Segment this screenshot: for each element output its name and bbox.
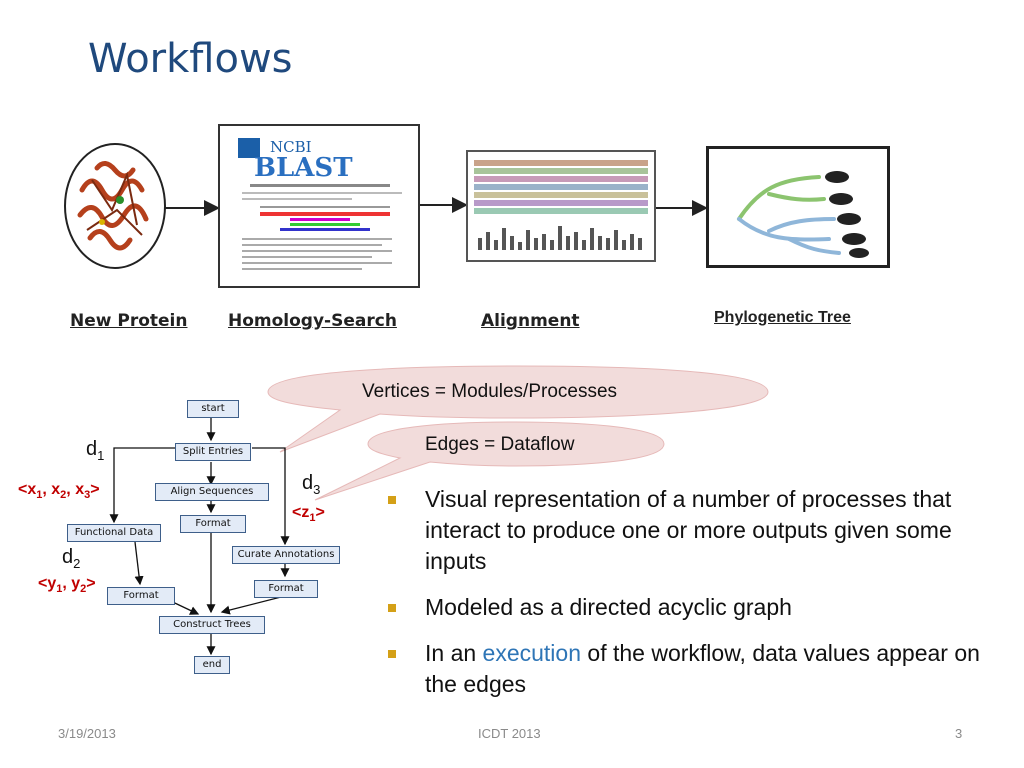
bullet-square-icon xyxy=(388,496,396,504)
execution-term: execution xyxy=(482,640,582,666)
footer-page-number: 3 xyxy=(955,726,963,741)
footer-date: 3/19/2013 xyxy=(58,726,116,741)
node-split-entries: Split Entries xyxy=(175,443,251,461)
edges-callout-text: Edges = Dataflow xyxy=(425,434,575,455)
bullet-execution: In an execution of the workflow, data va… xyxy=(388,638,988,700)
bullet-square-icon xyxy=(388,604,396,612)
node-format-3: Format xyxy=(254,580,318,598)
node-functional-data: Functional Data xyxy=(67,524,161,542)
alignment-matrix-icon xyxy=(474,160,648,250)
node-format-1: Format xyxy=(180,515,246,533)
vertices-callout-text: Vertices = Modules/Processes xyxy=(362,381,618,402)
pipeline-arrows xyxy=(165,197,708,216)
blast-screenshot-icon: NCBI BLAST xyxy=(238,138,402,270)
node-curate-annotations: Curate Annotations xyxy=(232,546,340,564)
node-construct-trees: Construct Trees xyxy=(159,616,265,634)
node-align-sequences: Align Sequences xyxy=(155,483,269,501)
tuple-z: <z1> xyxy=(292,504,325,525)
bullet-dag: Modeled as a directed acyclic graph xyxy=(388,592,988,623)
edge-split-curate xyxy=(252,447,290,546)
caption-phylogenetic-tree: Phylogenetic Tree xyxy=(714,309,851,326)
blast-logo-top: NCBI xyxy=(270,138,312,156)
tuple-y: <y1, y2> xyxy=(38,575,96,596)
protein-structure-icon xyxy=(64,143,166,269)
bullet-visual-representation: Visual representation of a number of pro… xyxy=(388,484,988,577)
label-d1: d1 xyxy=(86,438,105,463)
caption-new-protein: New Protein xyxy=(70,311,188,331)
workflow-edges xyxy=(109,418,290,656)
node-end: end xyxy=(194,656,230,674)
node-format-2: Format xyxy=(107,587,175,605)
label-d3: d3 xyxy=(302,472,321,497)
callout-shapes xyxy=(267,365,769,501)
phylo-tree-icon xyxy=(737,171,869,258)
edges-callout xyxy=(314,421,665,501)
label-d2: d2 xyxy=(62,546,81,571)
caption-alignment: Alignment xyxy=(481,311,580,331)
slide-title: Workflows xyxy=(88,36,293,82)
tuple-x: <x1, x2, x3> xyxy=(18,481,100,502)
alignment-image xyxy=(466,150,656,262)
bullet-list: Visual representation of a number of pro… xyxy=(388,484,988,715)
node-start: start xyxy=(187,400,239,418)
caption-homology-search: Homology-Search xyxy=(228,311,397,331)
edge-format3-construct xyxy=(220,595,286,615)
phylogenetic-tree-image xyxy=(706,146,890,268)
footer-conference: ICDT 2013 xyxy=(478,726,541,741)
blast-page-image: NCBI BLAST xyxy=(218,124,420,288)
edge-functional-format xyxy=(134,541,144,586)
vertices-callout xyxy=(267,365,769,453)
blast-logo-main: BLAST xyxy=(254,153,353,183)
bullet-square-icon xyxy=(388,650,396,658)
